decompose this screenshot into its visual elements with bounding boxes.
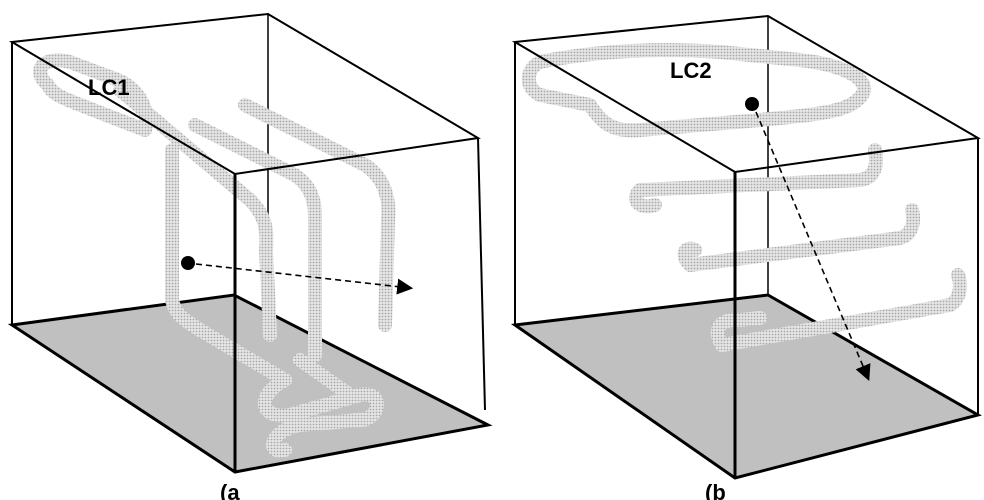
panel-a-dashed-arrow xyxy=(195,263,414,295)
panel-b-label: LC2 xyxy=(670,58,712,83)
panel-a: LC1 (a xyxy=(7,12,493,500)
panel-a-box-front-edges xyxy=(8,12,486,472)
panel-b-particle xyxy=(745,97,759,111)
panel-a-particle xyxy=(181,256,195,270)
panel-b-box-front-edges xyxy=(511,14,982,478)
panel-b-caption: (b xyxy=(705,480,726,500)
panel-b-dashed-arrow xyxy=(755,111,871,381)
panel-a-caption: (a xyxy=(220,480,240,500)
panel-a-tube-paths xyxy=(33,53,396,458)
panel-b: LC2 (b xyxy=(510,14,982,500)
panel-b-tube-paths xyxy=(521,43,967,352)
panel-a-label: LC1 xyxy=(88,75,130,100)
panel-a-floor xyxy=(7,293,493,474)
